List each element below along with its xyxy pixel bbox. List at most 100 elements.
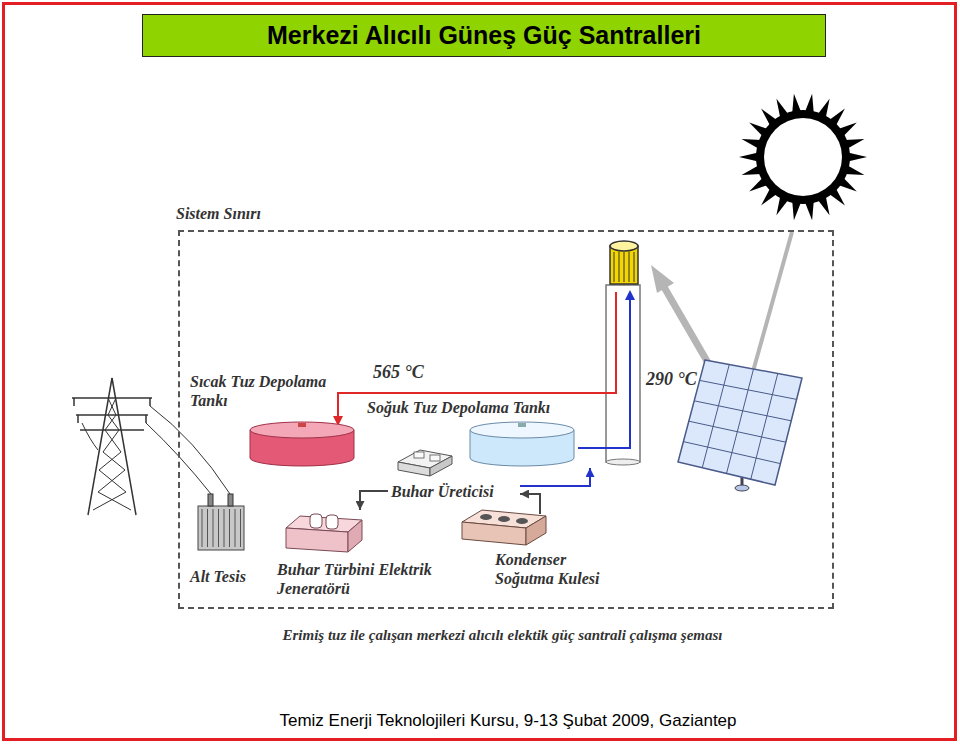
power-pylon-part <box>98 398 131 510</box>
tower-part-part <box>629 252 630 282</box>
steam-generator-part <box>430 455 440 461</box>
steam-turbine-generator <box>286 514 362 552</box>
hot-salt-tank-part <box>298 423 306 427</box>
node-label: Buhar Üreticisi <box>391 482 517 501</box>
flow-arrow <box>360 491 388 510</box>
power-pylon-part <box>76 414 148 416</box>
heliostat-part <box>702 365 729 468</box>
tower-part-part <box>614 252 615 282</box>
substation-transformer-part <box>208 494 213 506</box>
steam-turbine-generator-part <box>310 514 322 528</box>
title-box: Merkezi Alıcılı Güneş Güç Santralleri <box>142 14 826 57</box>
substation-transformer-part <box>228 494 233 506</box>
temperature-label: 565 °C <box>373 362 424 383</box>
cold-salt-tank: Soğuk Tuz Depolama Tankı <box>365 398 600 468</box>
node-label: Alt Tesis <box>190 567 262 586</box>
tower <box>606 241 640 465</box>
heliostat-part <box>727 369 754 474</box>
substation: Alt Tesis <box>188 495 264 590</box>
node-label: Sistem Sınırı <box>176 204 376 223</box>
substation-transformer-part <box>202 509 241 547</box>
hot-salt-pipe-part <box>338 292 616 418</box>
steam-turbine-generator-part <box>326 515 338 529</box>
power-pylon-part <box>73 398 75 406</box>
steam-generator-part <box>414 452 424 458</box>
substation-transformer-part-part <box>218 509 219 547</box>
hot-salt-pipe <box>333 292 616 426</box>
power-lines-part <box>82 423 98 450</box>
hot-salt-tank <box>250 422 354 466</box>
hot-salt-tank: Sıcak Tuz Depolama Tankı <box>188 372 360 470</box>
hot-salt-tank-part <box>250 422 354 438</box>
substation-transformer-part-part <box>224 509 225 547</box>
condenser-cooling-tower: Kondenser Soğutma Kulesi <box>458 514 630 594</box>
power-pylon-part <box>80 429 144 431</box>
substation-transformer-part-part <box>240 509 241 547</box>
flow-arrow <box>520 494 540 514</box>
footer: Temiz Enerji Teknolojileri Kursu, 9-13 Ş… <box>258 711 758 731</box>
cold-salt-tank <box>470 422 574 466</box>
tower-part-part <box>624 252 625 282</box>
steam-generator-part <box>430 456 452 476</box>
cold-salt-pipe-part <box>625 290 635 300</box>
cold-salt-tank-part <box>470 422 574 438</box>
cold-salt-tank-part <box>518 423 526 427</box>
slide-frame <box>4 4 956 740</box>
system-boundary: Sistem SınırıSıcak Tuz Depolama TankıSoğ… <box>178 230 834 609</box>
power-pylon-part <box>77 415 79 423</box>
condenser-cooling-tower <box>462 510 546 545</box>
condenser-cooling-tower-part <box>526 516 546 545</box>
flow-arrow <box>520 468 590 486</box>
sun-part <box>848 153 867 162</box>
heliostat-part <box>735 485 749 491</box>
caption: Erimiş tuz ile çalışan merkezi alıcılı e… <box>170 627 835 644</box>
substation-transformer <box>198 494 244 550</box>
node-label: Sıcak Tuz Depolama Tankı <box>190 372 328 410</box>
steam-turbine-generator-part <box>286 528 348 552</box>
title: Merkezi Alıcılı Güneş Güç Santralleri <box>143 15 825 55</box>
heliostat-part <box>694 401 791 421</box>
steam-turbine-generator: Buhar Türbini Elektrik Jeneratörü <box>275 510 447 602</box>
node-label: Kondenser Soğutma Kulesi <box>495 550 628 588</box>
substation-transformer-part <box>198 506 244 550</box>
sun <box>739 94 867 221</box>
power-pylon-part <box>149 398 151 406</box>
tower-part <box>606 459 640 465</box>
tower-part <box>614 252 634 282</box>
cold-salt-pipe-part <box>578 298 630 448</box>
temperature-label: 290 °C <box>646 369 697 390</box>
node-label: Buhar Türbini Elektrik Jeneratörü <box>277 560 445 598</box>
substation-transformer-part-part <box>202 509 203 547</box>
steam-generator: Buhar Üreticisi <box>388 482 520 503</box>
tower-part-part <box>619 252 620 282</box>
node-label: Soğuk Tuz Depolama Tankı <box>367 398 599 417</box>
steam-generator <box>398 450 452 476</box>
tower-part <box>606 285 640 462</box>
power-pylon <box>72 378 152 515</box>
heliostat-part <box>700 380 797 399</box>
condenser-cooling-tower-part <box>516 518 528 524</box>
substation-transformer-part-part <box>213 509 214 547</box>
sun-ray-part <box>651 265 674 293</box>
heliostat-part <box>751 374 778 480</box>
sun-part <box>764 118 842 196</box>
condenser-cooling-tower-part <box>498 516 510 522</box>
power-pylon-part <box>93 398 126 510</box>
condenser-cooling-tower-part <box>480 514 492 520</box>
substation-transformer-part-part <box>235 509 236 547</box>
tower-part <box>610 241 638 251</box>
heliostat-part <box>683 442 780 464</box>
steam-turbine-generator-part <box>348 520 362 552</box>
sun-part <box>756 110 850 204</box>
substation-transformer-part-part <box>207 509 208 547</box>
steam-generator-part <box>398 462 430 476</box>
substation-transformer-part-part <box>229 509 230 547</box>
power-pylon-part <box>145 415 147 423</box>
power-lines <box>82 406 230 494</box>
power-pylon-part <box>72 397 152 399</box>
heliostat-part <box>689 421 786 442</box>
tower-part-part <box>634 252 635 282</box>
cold-salt-pipe <box>578 290 635 448</box>
sun-part <box>739 153 758 162</box>
condenser-cooling-tower-part <box>462 522 526 545</box>
